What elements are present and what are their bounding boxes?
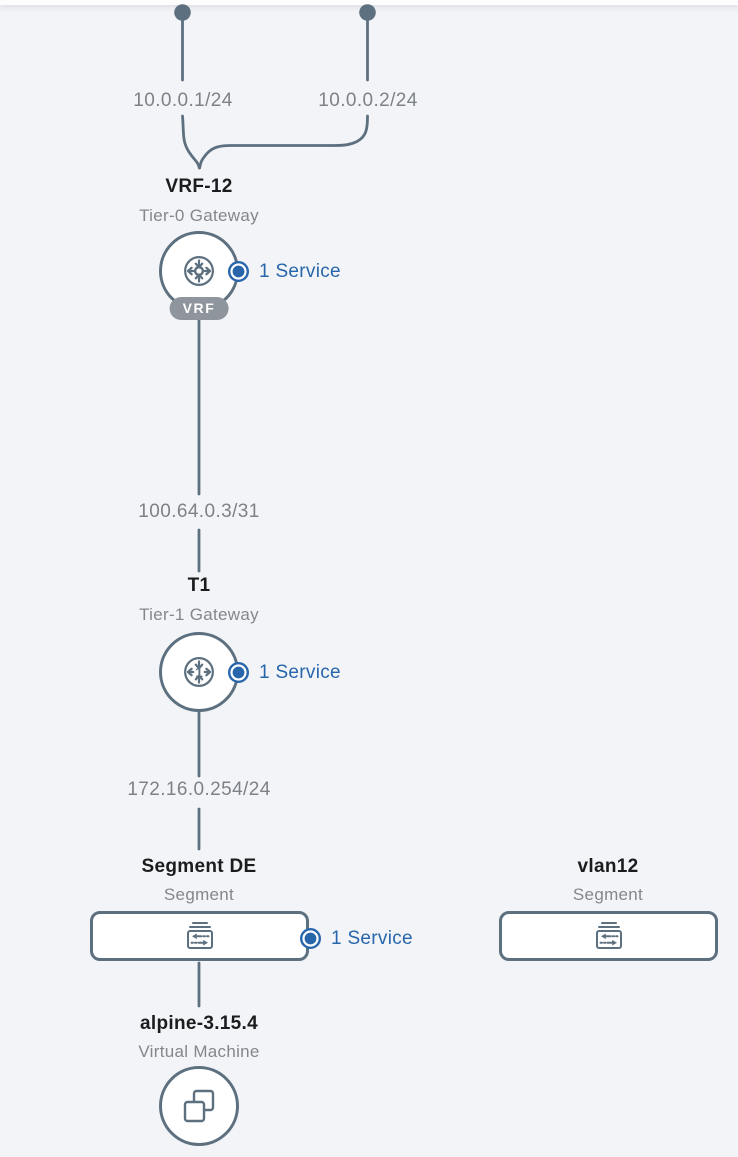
- segment-icon: [186, 922, 213, 949]
- t1-title: T1: [187, 575, 211, 596]
- segment-de-services-label: 1 Service: [331, 927, 413, 949]
- segment-de-node[interactable]: [90, 911, 309, 961]
- virtual-machine-icon: [183, 1089, 215, 1123]
- t0-subtitle: Tier-0 Gateway: [139, 206, 259, 225]
- segment-icon: [595, 922, 622, 949]
- edge-label-uplink2: 10.0.0.2/24: [318, 90, 418, 111]
- canvas-top-shadow: [0, 0, 738, 5]
- svg-text:1: 1: [195, 665, 203, 680]
- service-count-icon: [227, 260, 250, 283]
- service-count-icon: [299, 927, 322, 950]
- t0-services-label: 1 Service: [259, 260, 341, 282]
- vlan12-segment-node[interactable]: [499, 911, 718, 961]
- tier1-gateway-icon: 1: [184, 657, 214, 687]
- t1-services-badge[interactable]: 1 Service: [227, 661, 341, 684]
- vm-subtitle: Virtual Machine: [138, 1042, 260, 1061]
- segment-de-title: Segment DE: [141, 856, 257, 877]
- t0-gateway-node[interactable]: VRF: [159, 231, 239, 320]
- segment-de-services-badge[interactable]: 1 Service: [299, 927, 413, 950]
- tier0-gateway-icon: [184, 256, 214, 286]
- t0-vrf-badge: VRF: [169, 297, 229, 320]
- t0-services-badge[interactable]: 1 Service: [227, 260, 341, 283]
- service-count-icon: [227, 661, 250, 684]
- edge-label-uplink1: 10.0.0.1/24: [133, 90, 233, 111]
- vlan12-title: vlan12: [577, 856, 639, 877]
- vlan12-subtitle: Segment: [572, 885, 644, 904]
- t1-subtitle: Tier-1 Gateway: [139, 605, 259, 624]
- segment-de-subtitle: Segment: [163, 885, 235, 904]
- uplink2-endpoint-dot: [359, 4, 376, 21]
- t1-gateway-node[interactable]: 1: [159, 632, 239, 712]
- vm-title: alpine-3.15.4: [140, 1013, 258, 1034]
- vm-node[interactable]: [159, 1066, 239, 1146]
- uplink1-merge-curve: [181, 114, 201, 170]
- edge-label-t1-segment: 172.16.0.254/24: [127, 779, 271, 800]
- t1-services-label: 1 Service: [259, 661, 341, 683]
- edge-label-t0-t1: 100.64.0.3/31: [138, 501, 260, 522]
- t0-title: VRF-12: [165, 176, 233, 197]
- uplink1-endpoint-dot: [174, 4, 191, 21]
- uplink2-merge-curve: [198, 114, 369, 170]
